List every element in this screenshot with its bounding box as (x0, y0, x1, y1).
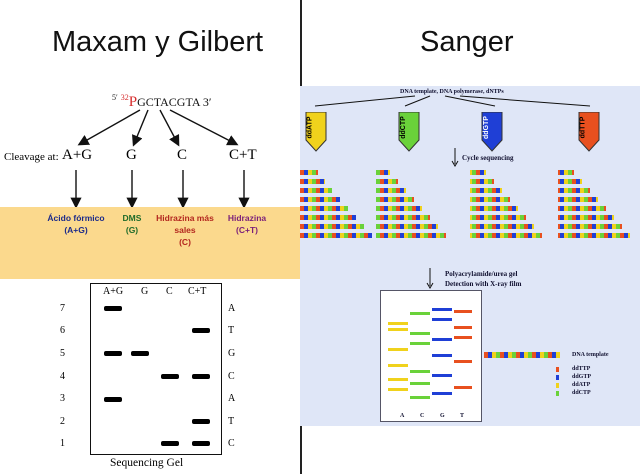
legend-swatch (556, 367, 559, 372)
reagent-line: (G) (125, 225, 139, 235)
reagent-line: DMS (122, 213, 142, 223)
row-number: 2 (60, 416, 65, 427)
sequence-text: GCTACGTA 3′ (137, 95, 212, 109)
cleavage-ag: A+G (62, 147, 93, 163)
reagent-formic-acid: Ácido fórmico (A+G) (36, 212, 116, 236)
tube-label-ddttp: ddTTP (579, 116, 587, 139)
tube-ddttp-icon (578, 112, 600, 152)
gel-band (192, 328, 210, 333)
labeled-sequence: 5′ 32PGCTACGTA 3′ (112, 93, 211, 111)
tube-ddatp-icon (305, 112, 327, 152)
gel-lane-t: T (460, 413, 465, 419)
gel-band (104, 306, 122, 311)
gel-label-1: Polyacrylamide/urea gel (445, 270, 518, 278)
legend-swatch (556, 383, 559, 388)
split-arrow-ct (169, 109, 239, 146)
reagent-line: (A+G) (64, 225, 88, 235)
tube-label-ddatp: ddATP (306, 116, 314, 139)
gel-band (104, 351, 122, 356)
arrows-layer (70, 109, 250, 209)
gel-band (104, 397, 122, 402)
row-number: 6 (60, 325, 65, 336)
legend-template: DNA template (572, 352, 609, 358)
cleavage-ct: C+T (229, 147, 257, 163)
template-strand-icon (484, 352, 560, 358)
sanger-top-label: DNA template, DNA polymerase, dNTPs (400, 89, 504, 95)
gel-label-2: Detection with X-ray film (445, 280, 522, 288)
cleavage-label: Cleavage at: (4, 151, 59, 163)
sanger-gel-bands (388, 308, 472, 399)
maxam-gilbert-title: Maxam y Gilbert (52, 26, 264, 58)
sanger-lines-layer (314, 95, 591, 289)
gel-band (192, 441, 210, 446)
sanger-title: Sanger (420, 26, 514, 58)
isotope-number: 32 (120, 93, 129, 102)
nucleotide-label: C (228, 438, 235, 449)
nucleotide-label: G (228, 348, 236, 359)
legend-swatch (556, 375, 559, 380)
tube-label-ddgtp: ddGTP (482, 116, 490, 139)
legend-ddttp: ddTTP (572, 366, 591, 372)
gel-lane-ag: A+G (103, 286, 124, 297)
five-prime-label: 5′ (112, 93, 118, 102)
gel-band (192, 374, 210, 379)
gel-band (161, 374, 179, 379)
split-arrow-g (132, 109, 149, 147)
split-arrow-c (159, 109, 180, 147)
tube-ddgtp-icon (481, 112, 503, 152)
gel-lane-g: G (440, 413, 445, 419)
reagent-line: Hidrazina más (156, 213, 214, 223)
row-number: 3 (60, 393, 65, 404)
fragment-staircases (300, 170, 630, 238)
split-arrow-ag (77, 109, 141, 146)
legend-ddctp: ddCTP (572, 390, 591, 396)
tube-ddctp-icon (398, 112, 420, 152)
tube-label-ddctp: ddCTP (399, 116, 407, 139)
reagent-line: (C+T) (236, 225, 258, 235)
reagent-band (0, 207, 300, 279)
legend-ddatp: ddATP (572, 382, 591, 388)
row-number: 7 (60, 303, 65, 314)
cleavage-g: G (126, 147, 137, 163)
reagent-line: sales (174, 225, 196, 235)
gel-lane-g: G (141, 286, 149, 297)
reagent-line: (C) (179, 237, 191, 247)
gel-band (131, 351, 149, 356)
cleavage-c: C (177, 147, 188, 163)
nucleotide-label: A (228, 303, 236, 314)
gel-band (192, 419, 210, 424)
gel-band (161, 441, 179, 446)
phosphorus-label: P (128, 94, 138, 110)
nucleotide-label: C (228, 371, 235, 382)
cycle-sequencing-label: Cycle sequencing (462, 154, 514, 162)
gel-lane-c: C (166, 286, 173, 297)
gel-lane-a: A (400, 413, 405, 419)
reagent-dms: DMS (G) (112, 212, 152, 236)
row-number: 5 (60, 348, 65, 359)
reagent-hydrazine: Hidrazina (C+T) (220, 212, 274, 236)
gel-lane-c: C (420, 413, 425, 419)
reagent-line: Hidrazina (227, 213, 267, 223)
row-number: 1 (60, 438, 65, 449)
reagent-hydrazine-salts: Hidrazina más sales (C) (150, 212, 220, 248)
gel-caption: Sequencing Gel (110, 457, 184, 469)
legend-ddgtp: ddGTP (572, 374, 592, 380)
nucleotide-label: T (228, 325, 235, 336)
row-number: 4 (60, 371, 65, 382)
reagent-line: Ácido fórmico (47, 213, 105, 223)
legend-swatch (556, 391, 559, 396)
sequencing-gel (90, 283, 222, 455)
gel-lane-ct: C+T (188, 286, 207, 297)
nucleotide-label: A (228, 393, 236, 404)
nucleotide-label: T (228, 416, 235, 427)
